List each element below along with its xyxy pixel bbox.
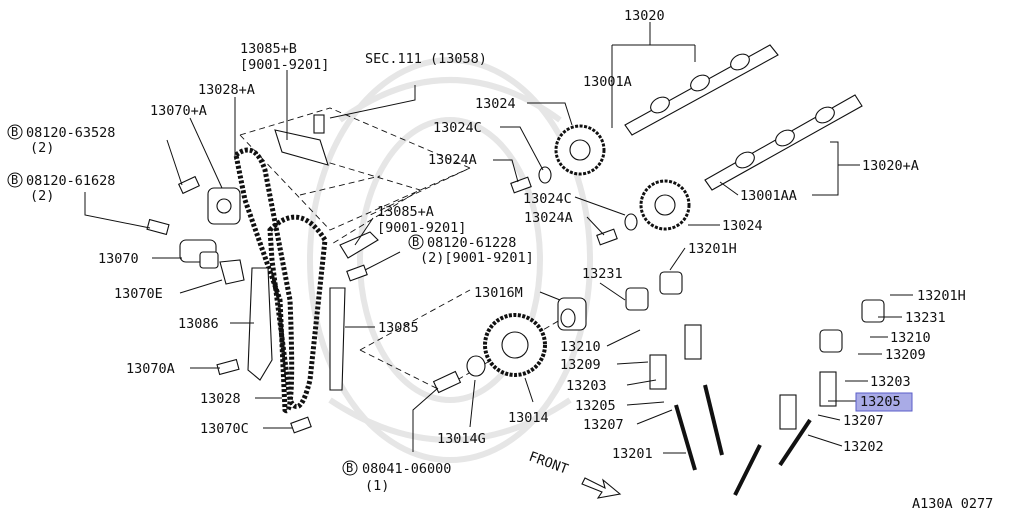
label-08041-06000-qty: (1) bbox=[365, 478, 389, 494]
bolt-b-icon bbox=[7, 124, 23, 140]
tensioner-13070A bbox=[207, 187, 241, 225]
b-symbol-1: B bbox=[11, 125, 18, 139]
sprocket-13014 bbox=[483, 313, 547, 377]
label-13201H-right: 13201H bbox=[917, 288, 966, 304]
timing-chain-13028 bbox=[233, 147, 295, 414]
sprocket-13024-upper bbox=[554, 124, 606, 176]
label-13205-right-highlighted[interactable]: 13205 bbox=[860, 394, 901, 410]
label-13020: 13020 bbox=[624, 8, 665, 24]
diagram-code: A130A 0277 bbox=[912, 496, 993, 511]
bolts bbox=[146, 114, 618, 434]
label-13070A-bottom: 13070A bbox=[126, 361, 175, 377]
label-13024A-upper: 13024A bbox=[428, 152, 477, 168]
label-13028A: 13028+A bbox=[198, 82, 255, 98]
label-13205-left: 13205 bbox=[575, 398, 616, 414]
label-13231-left: 13231 bbox=[582, 266, 623, 282]
valve-train-left bbox=[625, 271, 724, 471]
label-13202: 13202 bbox=[843, 439, 884, 455]
label-08120-61628: 08120-61628 bbox=[26, 173, 115, 189]
label-13070A-top: 13070+A bbox=[150, 103, 207, 119]
label-sec111: SEC.111 (13058) bbox=[365, 51, 487, 67]
label-13028: 13028 bbox=[200, 391, 241, 407]
label-13070E: 13070E bbox=[114, 286, 163, 302]
label-13024-upper: 13024 bbox=[475, 96, 516, 112]
label-13014: 13014 bbox=[508, 410, 549, 426]
label-13201H-left: 13201H bbox=[688, 241, 737, 257]
label-13210-right: 13210 bbox=[890, 330, 931, 346]
chain-guide-13085A bbox=[339, 231, 379, 259]
label-front: FRONT bbox=[527, 449, 571, 478]
label-13085B-range: [9001-9201] bbox=[240, 57, 329, 73]
idler-13016M bbox=[557, 297, 587, 331]
label-08120-61228-qty: (2)[9001-9201] bbox=[420, 250, 534, 266]
label-13086: 13086 bbox=[178, 316, 219, 332]
label-13085A-range: [9001-9201] bbox=[377, 220, 466, 236]
label-13209-right: 13209 bbox=[885, 347, 926, 363]
label-13210-left: 13210 bbox=[560, 339, 601, 355]
front-arrow-icon bbox=[581, 477, 622, 499]
bolt-b-icon bbox=[342, 460, 358, 476]
label-13014G: 13014G bbox=[437, 431, 486, 447]
chain-guide-plate-13085B bbox=[274, 129, 329, 166]
chain-guide-13086 bbox=[247, 267, 273, 381]
label-13024C-lower: 13024C bbox=[523, 191, 572, 207]
label-08120-61228: 08120-61228 bbox=[427, 235, 516, 251]
label-13231-right: 13231 bbox=[905, 310, 946, 326]
label-13085B: 13085+B bbox=[240, 41, 297, 57]
b-symbol-3: B bbox=[412, 235, 419, 249]
leader-lines bbox=[84, 22, 913, 454]
bolt-b-icon bbox=[408, 234, 424, 250]
washers bbox=[466, 166, 638, 377]
b-symbol-4: B bbox=[346, 461, 353, 475]
label-13001AA: 13001AA bbox=[740, 188, 797, 204]
label-13201-left: 13201 bbox=[612, 446, 653, 462]
label-13016M: 13016M bbox=[474, 285, 523, 301]
label-13203-left: 13203 bbox=[566, 378, 607, 394]
label-13085A: 13085+A bbox=[377, 204, 434, 220]
chain-guide-13085 bbox=[329, 287, 346, 391]
gasket-13070E bbox=[219, 259, 245, 285]
watermark-emblem bbox=[307, 57, 593, 463]
label-13001A: 13001A bbox=[583, 74, 632, 90]
label-13209-left: 13209 bbox=[560, 357, 601, 373]
bolt-b-icon bbox=[7, 172, 23, 188]
label-13070C: 13070C bbox=[200, 421, 249, 437]
label-13203-right: 13203 bbox=[870, 374, 911, 390]
label-13070: 13070 bbox=[98, 251, 139, 267]
label-08120-61628-qty: (2) bbox=[30, 188, 54, 204]
label-13024A-lower: 13024A bbox=[524, 210, 573, 226]
label-08120-63528-qty: (2) bbox=[30, 140, 54, 156]
camshaft-13020 bbox=[624, 44, 779, 136]
part-labels: 13020 13001A 13024 13024C 13024A 13020+A… bbox=[7, 8, 993, 511]
sprocket-13024-lower bbox=[639, 179, 691, 231]
b-symbol-2: B bbox=[11, 173, 18, 187]
label-08041-06000: 08041-06000 bbox=[362, 461, 451, 477]
label-13207-left: 13207 bbox=[583, 417, 624, 433]
label-13024-lower: 13024 bbox=[722, 218, 763, 234]
label-13085: 13085 bbox=[378, 320, 419, 336]
label-13020A: 13020+A bbox=[862, 158, 919, 174]
label-13207-right: 13207 bbox=[843, 413, 884, 429]
label-13024C-upper: 13024C bbox=[433, 120, 482, 136]
label-08120-63528: 08120-63528 bbox=[26, 125, 115, 141]
camshaft-13020A bbox=[704, 94, 863, 191]
tensioner-13070 bbox=[179, 239, 219, 269]
highlight-13205 bbox=[855, 392, 913, 412]
